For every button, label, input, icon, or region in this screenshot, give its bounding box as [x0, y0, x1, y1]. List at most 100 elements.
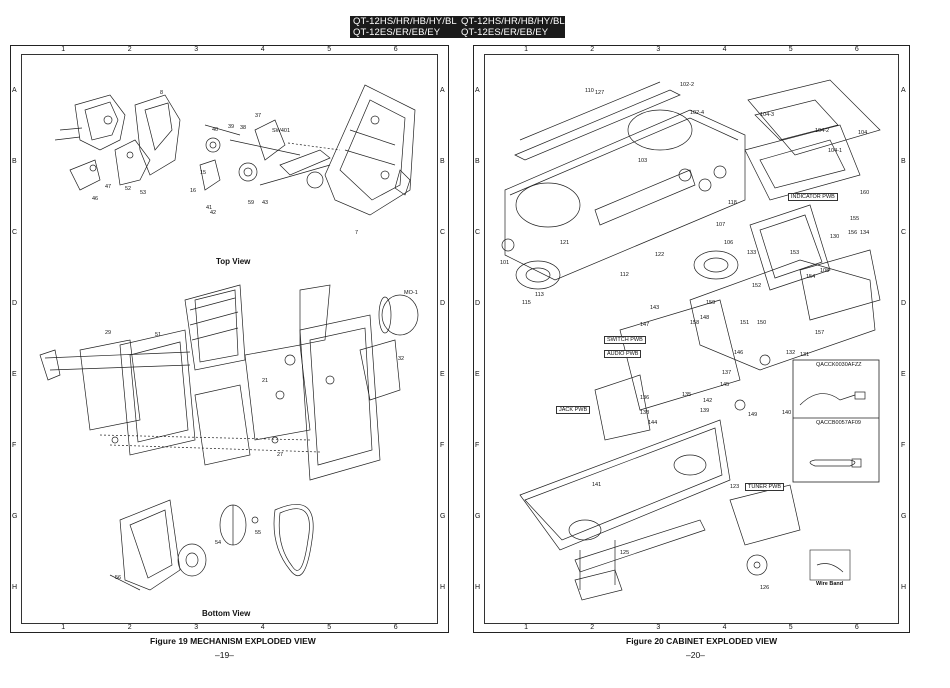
part-number-label: 113	[535, 292, 544, 298]
part-number-label: 107	[716, 222, 726, 228]
part-number-label: 43	[262, 200, 269, 206]
power-cord-panel	[792, 359, 880, 483]
part-number-label: 27	[277, 452, 284, 458]
grid-column-5: 5	[788, 624, 793, 631]
grid-row-F: F	[440, 441, 445, 449]
wire-band-label: Wire Band	[816, 581, 844, 587]
grid-row-A: A	[475, 86, 480, 94]
part-number-label: 127	[595, 90, 605, 96]
part-number-label: 106	[724, 240, 734, 246]
grid-column-5: 5	[327, 624, 332, 631]
part-number-label: 154	[806, 274, 816, 280]
part-number-label: 132	[786, 350, 796, 356]
audio-pwb-box: AUDIO PWB	[604, 350, 642, 358]
part-number-label: 143	[650, 305, 660, 311]
right-page-number: –20–	[686, 650, 705, 660]
part-number-label: 141	[592, 482, 602, 488]
grid-column-6: 6	[854, 624, 859, 631]
middle-exploded-mechanism	[39, 284, 419, 481]
grid-column-5: 5	[788, 46, 793, 53]
part-number-label: 144	[648, 420, 658, 426]
grid-row-C: C	[440, 228, 446, 236]
part-number-label: 152	[752, 283, 762, 289]
grid-column-1: 1	[61, 46, 66, 53]
part-number-label: SW401	[272, 128, 291, 134]
grid-column-4: 4	[722, 624, 727, 631]
part-number-label: 104-2	[815, 128, 830, 134]
part-number-label: 40	[212, 127, 219, 133]
part-number-label: 52	[125, 186, 132, 192]
grid-row-E: E	[440, 370, 445, 378]
part-number-label: 130	[830, 234, 840, 240]
part-number-label: 145	[720, 382, 730, 388]
part-number-label: 139	[700, 408, 710, 414]
tuner-pwb-box: TUNER PWB	[745, 483, 784, 491]
grid-column-1: 1	[524, 46, 528, 53]
bottom-view-mechanism	[109, 499, 314, 591]
part-number-label: 8	[160, 90, 164, 96]
part-number-label: 103	[638, 158, 648, 164]
part-number-label: 47	[105, 184, 112, 190]
grid-column-6: 6	[393, 46, 398, 53]
grid-row-H: H	[901, 583, 907, 591]
part-number-label: 51	[155, 332, 162, 338]
part-number-label: 15	[200, 170, 207, 176]
part-number-label: 126	[760, 585, 770, 591]
grid-row-D: D	[901, 299, 907, 307]
grid-row-G: G	[475, 512, 481, 520]
part-number-label: 131	[800, 352, 810, 358]
grid-column-3: 3	[656, 624, 661, 631]
switch-pwb-box: SWITCH PWB	[604, 336, 646, 344]
grid-row-D: D	[440, 299, 446, 307]
model-header: QT-12HS/HR/HB/HY/BL QT-12ES/ER/EB/EY QT-…	[350, 16, 565, 38]
grid-row-F: F	[12, 441, 17, 449]
grid-column-4: 4	[260, 46, 265, 53]
part-number-label: 134	[860, 230, 870, 236]
grid-column-2: 2	[127, 46, 132, 53]
right-figure-caption: Figure 20 CABINET EXPLODED VIEW	[626, 636, 778, 646]
part-number-label: 147	[640, 322, 650, 328]
part-number-label: 150	[757, 320, 767, 326]
grid-row-H: H	[12, 583, 18, 591]
cabinet-rear-case	[519, 419, 801, 601]
part-number-label: 136	[640, 395, 650, 401]
part-number-label: 157	[815, 330, 825, 336]
indicator-pwb-box: INDICATOR PWB	[788, 193, 838, 201]
grid-row-D: D	[475, 299, 481, 307]
grid-column-2: 2	[590, 624, 595, 631]
power-cord-part-1: QACCK0030AFZZ	[816, 362, 862, 368]
part-number-label: 115	[522, 300, 531, 306]
part-number-label: 53	[140, 190, 147, 196]
cabinet-front	[501, 81, 746, 290]
internal-chassis	[594, 204, 881, 441]
part-number-label: 112	[620, 272, 629, 278]
grid-column-4: 4	[260, 624, 265, 631]
right-page-frame	[473, 45, 910, 633]
part-number-label: 133	[747, 250, 757, 256]
grid-column-6: 6	[854, 46, 859, 53]
jack-pwb-box: JACK PWB	[556, 406, 591, 414]
part-number-label: 142	[703, 398, 713, 404]
part-number-label: 158	[690, 320, 700, 326]
part-number-label: 42	[210, 210, 217, 216]
wire-band-inset	[809, 549, 851, 581]
part-number-label: 102-4	[690, 110, 705, 116]
part-number-label: 7	[355, 230, 359, 236]
part-number-label: 55	[255, 530, 262, 536]
part-number-label: 29	[105, 330, 112, 336]
part-number-label: 146	[734, 350, 744, 356]
part-number-label: 138	[640, 410, 650, 416]
grid-column-3: 3	[194, 46, 199, 53]
part-number-label: 125	[620, 550, 630, 556]
part-number-label: 135	[682, 392, 692, 398]
grid-column-6: 6	[393, 624, 398, 631]
left-page-number: –19–	[215, 650, 234, 660]
grid-row-B: B	[475, 157, 480, 165]
part-number-label: 46	[92, 196, 99, 202]
part-number-label: 102-2	[680, 82, 695, 88]
grid-column-2: 2	[590, 46, 595, 53]
grid-row-B: B	[12, 157, 17, 165]
grid-row-H: H	[440, 583, 446, 591]
part-number-label: 155	[850, 216, 860, 222]
grid-column-1: 1	[524, 624, 528, 631]
